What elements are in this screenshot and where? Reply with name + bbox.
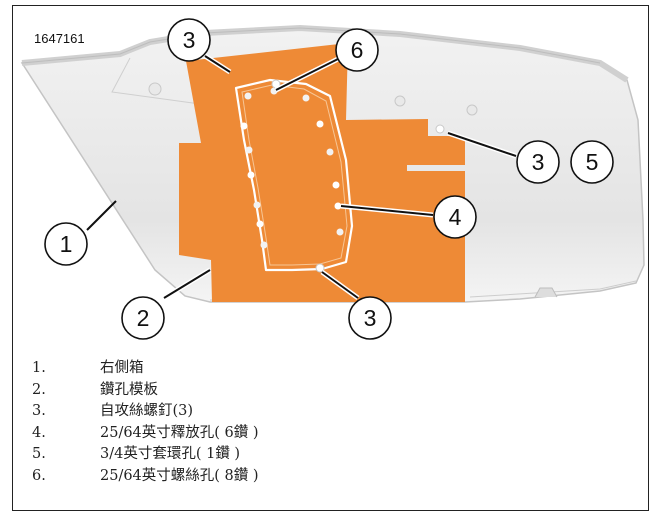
- drill-template-plate: [179, 43, 465, 302]
- relief-hole: [240, 122, 248, 130]
- screw-holes: [244, 87, 344, 249]
- legend-label: 鑽孔模板: [100, 381, 158, 398]
- legend-number: 3.: [32, 403, 46, 419]
- legend-item: 3. 自攻絲螺釘(3): [32, 401, 259, 423]
- legend-label: 自攻絲螺釘(3): [100, 403, 194, 419]
- legend-label: 3/4英寸套環孔( 1鑽 ): [100, 446, 241, 462]
- self-tapping-screw-collar: [435, 124, 445, 134]
- callout-5: 5: [570, 140, 614, 184]
- callout-1: 1: [44, 222, 88, 266]
- legend-item: 6. 25/64英寸螺絲孔( 8鑽 ): [32, 466, 259, 488]
- legend-item: 4. 25/64英寸釋放孔( 6鑽 ): [32, 423, 259, 445]
- legend-label: 右側箱: [100, 360, 144, 376]
- legend-number: 1.: [32, 360, 46, 376]
- template-cutout-outline: [234, 78, 354, 272]
- callout-4: 4: [433, 195, 477, 239]
- screw-hole: [245, 146, 253, 154]
- legend-number: 5.: [32, 446, 46, 462]
- callout-3-right: 3: [516, 140, 560, 184]
- svg-text:3: 3: [532, 149, 545, 175]
- legend-label: 25/64英寸釋放孔( 6鑽 ): [100, 424, 259, 441]
- template-cutout-inner: [241, 84, 348, 266]
- mount-boss-right: [466, 104, 478, 116]
- relief-hole: [316, 120, 324, 128]
- callout-3-top: 3: [167, 18, 211, 62]
- legend-list: 1. 右側箱 2. 鑽孔模板 3. 自攻絲螺釘(3) 4. 25/64英寸釋放孔( 6鑽…: [32, 358, 259, 487]
- legend-item: 2. 鑽孔模板: [32, 380, 259, 402]
- drill-template: [179, 43, 465, 302]
- leader-6: [275, 57, 341, 91]
- svg-text:6: 6: [351, 37, 364, 63]
- relief-hole: [334, 202, 342, 210]
- latch-notch: [534, 287, 558, 298]
- self-tapping-screw-bottom: [315, 263, 325, 273]
- svg-text:1: 1: [60, 231, 73, 257]
- saddlebag-fold-line: [111, 57, 201, 105]
- relief-hole: [332, 181, 340, 189]
- callout-2: 2: [121, 296, 165, 340]
- callout-6: 6: [335, 28, 379, 72]
- legend-item: 5. 3/4英寸套環孔( 1鑽 ): [32, 444, 259, 466]
- leader-3-right: [447, 132, 517, 157]
- callout-3-bottom: 3: [348, 296, 392, 340]
- svg-text:4: 4: [449, 204, 462, 230]
- svg-text:5: 5: [586, 149, 599, 175]
- leader-3-top: [204, 55, 231, 73]
- screw-hole: [336, 228, 344, 236]
- saddlebag-top-edge: [21, 27, 601, 64]
- screw-hole: [302, 94, 310, 102]
- mount-boss-left: [148, 82, 162, 96]
- screw-hole: [253, 201, 261, 209]
- legend-number: 4.: [32, 424, 46, 441]
- legend-number: 6.: [32, 467, 46, 484]
- relief-hole: [247, 171, 255, 179]
- leader-2: [163, 269, 211, 299]
- figure-id: 1647161: [34, 31, 85, 46]
- screw-hole: [260, 241, 268, 249]
- leader-4: [340, 205, 434, 216]
- svg-text:3: 3: [364, 305, 377, 331]
- screw-hole: [326, 148, 334, 156]
- svg-text:3: 3: [183, 27, 196, 53]
- leader-3-bottom: [321, 271, 359, 299]
- screw-hole: [244, 92, 252, 100]
- legend-item: 1. 右側箱: [32, 358, 259, 380]
- legend-number: 2.: [32, 381, 46, 398]
- svg-text:2: 2: [137, 305, 150, 331]
- relief-holes: [240, 120, 342, 228]
- legend-label: 25/64英寸螺絲孔( 8鑽 ): [100, 467, 259, 484]
- leader-lines: [86, 53, 517, 301]
- relief-hole: [256, 220, 264, 228]
- leader-1: [86, 200, 117, 231]
- mount-boss-mid: [394, 95, 406, 107]
